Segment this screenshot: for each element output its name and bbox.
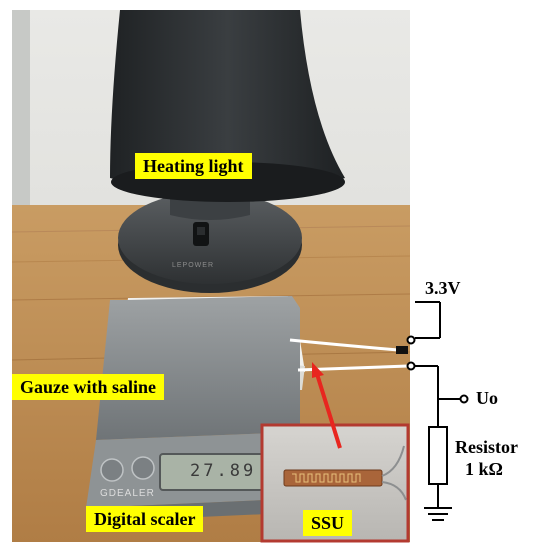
digital-scaler-label: Digital scaler (86, 506, 204, 532)
output-label: Uo (476, 388, 498, 408)
resistor-value-label: 1 kΩ (465, 459, 503, 479)
heating-light-label: Heating light (135, 153, 252, 179)
resistor-name-label: Resistor (455, 437, 518, 457)
ssu-label: SSU (303, 510, 353, 536)
scale-power-button (100, 458, 124, 482)
terminal-top (406, 335, 416, 345)
scale-reading: 27.89 (190, 461, 257, 481)
voltage-label: 3.3V (425, 278, 461, 298)
terminal-bottom (406, 361, 416, 371)
lamp-brand: LEPOWER (172, 262, 215, 269)
gauze-label: Gauze with saline (12, 374, 165, 400)
sensor-wire-2 (297, 364, 409, 372)
output-terminal (459, 394, 469, 404)
lamp-base (118, 187, 302, 293)
scale-mode-button (131, 456, 155, 480)
lamp-shade (110, 10, 345, 194)
resistor-symbol (428, 426, 448, 485)
circuit-schematic (406, 301, 469, 521)
ssu-sensor (283, 469, 383, 487)
red-arrow (315, 373, 342, 449)
digital-scale (86, 296, 312, 522)
sensor-wire-1 (289, 338, 399, 352)
scale-brand: GDEALER (100, 488, 155, 499)
